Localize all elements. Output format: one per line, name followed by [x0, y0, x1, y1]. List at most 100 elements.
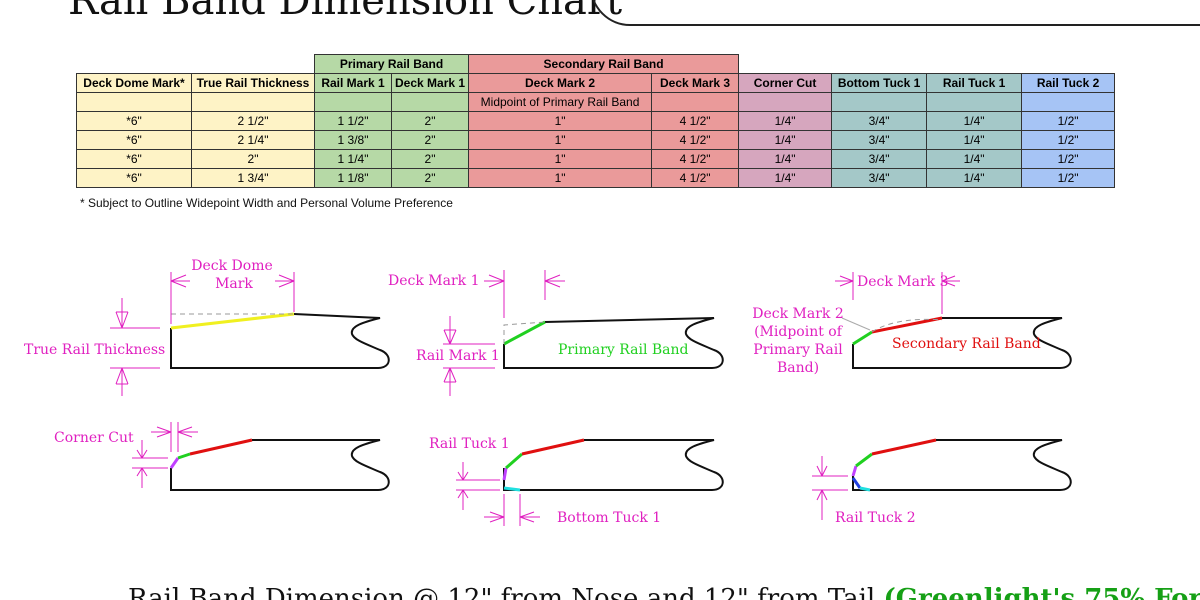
table-cell: 1/2" [1021, 168, 1116, 188]
secondary-dimension-marks [835, 272, 960, 331]
diagram-corner-cut [132, 422, 390, 491]
col-header-rail-tuck-2: Rail Tuck 2 [1021, 73, 1116, 93]
rail-outline [503, 317, 724, 369]
diagram-tuck-1 [456, 438, 724, 526]
rail-outline [170, 439, 390, 491]
secondary-band-label: Secondary Rail Band [892, 336, 1041, 352]
table-cell [1021, 92, 1116, 112]
dome-band-line [170, 312, 295, 330]
bottom-tuck-1-label: Bottom Tuck 1 [557, 510, 661, 526]
secondary-band-line [871, 316, 943, 334]
primary-band-line [177, 452, 191, 460]
table-cell [314, 92, 392, 112]
table-footnote: * Subject to Outline Widepoint Width and… [80, 196, 453, 210]
table-cell: 1/4" [926, 130, 1023, 150]
table-cell: *6" [76, 111, 192, 131]
col-header-bottom-tuck-1: Bottom Tuck 1 [831, 73, 928, 93]
deck-mark-2-label-4: Band) [777, 360, 819, 376]
table-cell: 3/4" [831, 111, 928, 131]
column-header-row: Deck Dome Mark* True Rail Thickness Rail… [76, 73, 1116, 93]
primary-band-line [503, 320, 546, 346]
primary-band-label: Primary Rail Band [558, 342, 689, 358]
bottom-title-emphasis: (Greenlight's 75% Formula) [883, 584, 1200, 600]
table-cell: 1/2" [1021, 130, 1116, 150]
table-cell: *6" [76, 130, 192, 150]
table-cell: 1/4" [926, 111, 1023, 131]
corner-dimension-marks [132, 422, 198, 488]
deck-dome-label-2: Mark [215, 276, 253, 292]
primary-band-line [505, 452, 523, 470]
primary-dimension-marks [443, 270, 565, 396]
table-cell: 1/4" [926, 168, 1023, 188]
corner-cut-line [169, 457, 180, 469]
subheader-note: Midpoint of Primary Rail Band [468, 92, 653, 112]
tuck1-dimension-marks [456, 462, 540, 526]
table-cell: 2" [191, 149, 315, 169]
table-cell: 1 3/4" [191, 168, 315, 188]
bottom-tuck-line [859, 486, 871, 492]
table-cell [76, 92, 192, 112]
table-cell: 4 1/2" [651, 149, 740, 169]
table-cell [831, 92, 928, 112]
table-cell: 2" [390, 168, 470, 188]
rail-tuck-line [851, 465, 858, 477]
rail-tuck-2-label: Rail Tuck 2 [835, 510, 916, 526]
table-row: *6" 1 3/4" 1 1/8" 2" 1" 4 1/2" 1/4" 3/4"… [76, 168, 1116, 188]
col-header-deck-mark-2: Deck Mark 2 [468, 73, 653, 93]
table-cell: 1 1/2" [314, 111, 392, 131]
table-cell: 1/2" [1021, 111, 1116, 131]
deck-mark-3-label: Deck Mark 3 [857, 274, 949, 290]
deck-mark-1-label: Deck Mark 1 [388, 273, 480, 289]
secondary-band-line [189, 438, 253, 456]
rail-band-table: Primary Rail Band Secondary Rail Band De… [76, 54, 1116, 188]
table-cell: 1/4" [926, 149, 1023, 169]
col-header-true-rail: True Rail Thickness [191, 73, 315, 93]
rail-tuck-line [502, 467, 508, 481]
dome-dimension-marks [110, 272, 295, 396]
subheader-row: Midpoint of Primary Rail Band [76, 92, 1116, 112]
rail-tuck-2-line [851, 477, 862, 489]
secondary-band-line [521, 438, 585, 456]
deck-mark-2-label-2: (Midpoint of [754, 324, 844, 340]
table-cell: 1" [468, 168, 653, 188]
corner-cut-label: Corner Cut [54, 430, 134, 446]
true-rail-thickness-label: True Rail Thickness [24, 342, 165, 358]
col-header-rail-mark-1: Rail Mark 1 [314, 73, 392, 93]
table-cell: 1 1/4" [314, 149, 392, 169]
table-cell [191, 92, 315, 112]
table-cell: 4 1/2" [651, 130, 740, 150]
table-cell: 2 1/2" [191, 111, 315, 131]
page-title: Rail Band Dimension Chart [68, 0, 623, 24]
col-header-deck-dome: Deck Dome Mark* [76, 73, 192, 93]
table-cell: 1 1/8" [314, 168, 392, 188]
secondary-reference-line [871, 318, 943, 333]
table-cell: 1" [468, 149, 653, 169]
bottom-tuck-line [503, 486, 521, 492]
diagram-tuck-2 [812, 438, 1072, 520]
table-cell [651, 92, 740, 112]
rail-outline [170, 313, 390, 369]
bottom-title-text: Rail Band Dimension @ 12" from Nose and … [128, 584, 876, 600]
col-header-rail-tuck-1: Rail Tuck 1 [926, 73, 1023, 93]
table-row: *6" 2 1/2" 1 1/2" 2" 1" 4 1/2" 1/4" 3/4"… [76, 111, 1116, 131]
diagram-secondary-band [835, 272, 1072, 369]
table-cell: 1/4" [738, 111, 833, 131]
tuck2-dimension-marks [812, 456, 848, 520]
table-row: *6" 2" 1 1/4" 2" 1" 4 1/2" 1/4" 3/4" 1/4… [76, 149, 1116, 169]
primary-band-line [852, 330, 873, 346]
primary-group-header: Primary Rail Band [313, 54, 470, 74]
table-cell: *6" [76, 168, 192, 188]
deck-mark-2-label-3: Primary Rail [753, 342, 843, 358]
rail-outline [852, 317, 1072, 369]
rail-outline [503, 439, 724, 491]
table-cell: 1/4" [738, 168, 833, 188]
table-cell: 2" [390, 130, 470, 150]
bottom-title: Rail Band Dimension @ 12" from Nose and … [128, 584, 1200, 600]
col-header-corner-cut: Corner Cut [738, 73, 833, 93]
table-cell: 4 1/2" [651, 111, 740, 131]
diagram-primary-band [443, 270, 724, 396]
table-cell: 4 1/2" [651, 168, 740, 188]
table-cell: 1/4" [738, 149, 833, 169]
